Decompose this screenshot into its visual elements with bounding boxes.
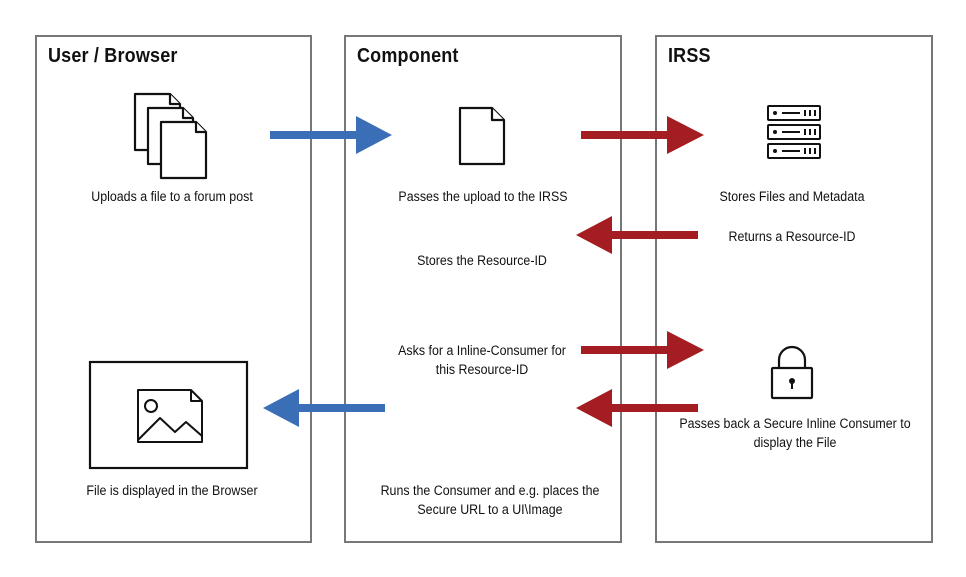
caption-passes-back-line1: Passes back a Secure Inline Consumer to [679, 416, 911, 431]
caption-passes-back: Passes back a Secure Inline Consumer to … [679, 414, 910, 452]
lane-component: Component [344, 35, 622, 543]
lane-title-component: Component [357, 45, 459, 67]
caption-displayed: File is displayed in the Browser [86, 483, 258, 498]
caption-passes-upload: Passes the upload to the IRSS [398, 189, 568, 204]
image-icon [88, 360, 249, 470]
caption-asks-line2: this Resource-ID [435, 362, 529, 377]
documents-icon [133, 92, 208, 180]
arrow-irss-returns-id [576, 216, 698, 254]
lane-irss: IRSS [655, 35, 933, 543]
caption-upload: Uploads a file to a forum post [91, 189, 253, 204]
caption-runs-line2: Secure URL to a UI\Image [417, 502, 563, 517]
arrow-upload-to-component [270, 116, 392, 154]
arrow-ask-inline-consumer [581, 331, 704, 369]
arrow-display-in-browser [263, 389, 385, 427]
caption-passes-back-line2: display the File [753, 435, 837, 450]
server-icon [767, 105, 821, 159]
padlock-icon [770, 345, 814, 400]
caption-asks-line1: Asks for a Inline-Consumer for [398, 343, 566, 358]
document-icon [458, 106, 506, 166]
caption-runs-consumer: Runs the Consumer and e.g. places the Se… [381, 481, 600, 519]
caption-returns-id: Returns a Resource-ID [728, 229, 856, 244]
lane-user-browser: User / Browser [35, 35, 312, 543]
caption-stores-files: Stores Files and Metadata [719, 189, 865, 204]
caption-stores-id: Stores the Resource-ID [417, 253, 547, 268]
caption-runs-line1: Runs the Consumer and e.g. places the [380, 483, 600, 498]
lane-title-irss: IRSS [668, 45, 711, 67]
arrow-pass-back-consumer [576, 389, 698, 427]
arrow-component-to-irss [581, 116, 704, 154]
lane-title-user-browser: User / Browser [48, 45, 178, 67]
caption-asks-consumer: Asks for a Inline-Consumer for this Reso… [398, 341, 566, 379]
